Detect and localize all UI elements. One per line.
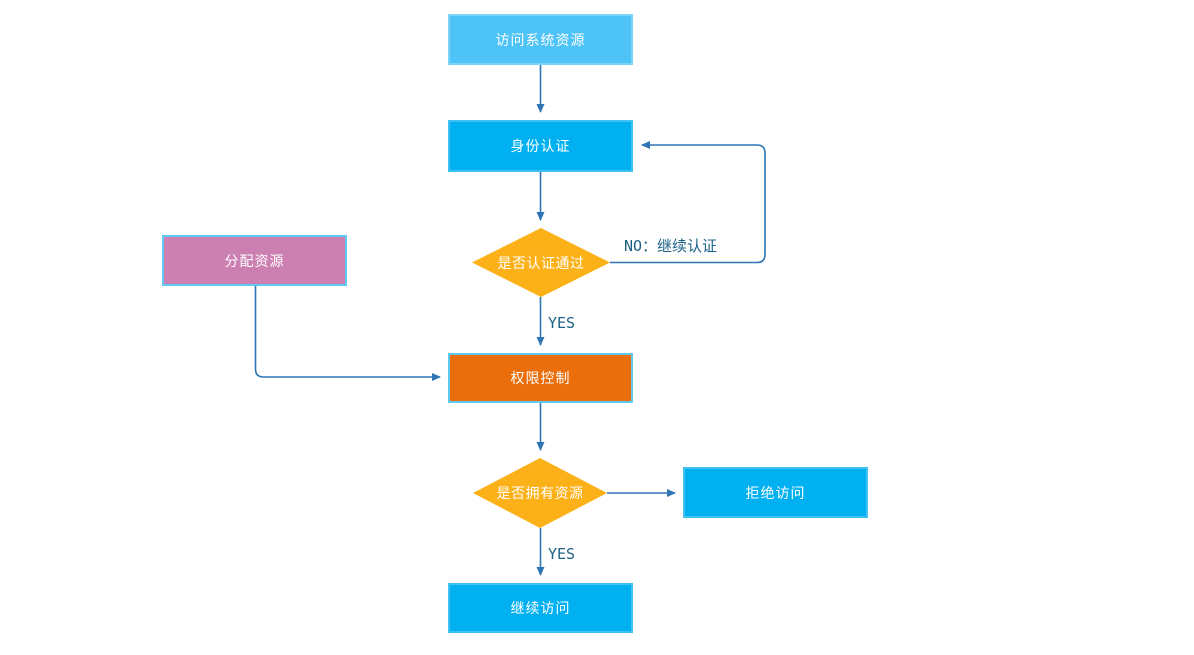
edge-label-yes-resource: YES (548, 545, 576, 563)
node-label: 继续访问 (510, 600, 571, 616)
diamond-auth-passed (472, 228, 610, 297)
node-decision-auth-passed[interactable]: 是否认证通过 (472, 228, 610, 297)
node-label: 分配资源 (224, 252, 285, 269)
edge-label-yes-auth: YES (548, 314, 576, 332)
edge-label-no-continue-auth: NO：继续认证 (624, 237, 718, 255)
node-deny-access[interactable]: 拒绝访问 (683, 467, 868, 518)
node-label: 是否拥有资源 (496, 485, 584, 501)
node-label: 身份认证 (510, 138, 571, 154)
node-label: 访问系统资源 (495, 31, 586, 48)
edge-no-loop (610, 141, 766, 264)
edge-allocate-to-permission (254, 286, 441, 381)
node-label: 拒绝访问 (745, 484, 806, 501)
node-continue-access[interactable]: 继续访问 (448, 583, 633, 633)
node-allocate-resources[interactable]: 分配资源 (162, 235, 347, 286)
node-label: 是否认证通过 (497, 254, 585, 271)
node-identity-authentication[interactable]: 身份认证 (448, 120, 633, 172)
node-label: 权限控制 (510, 370, 571, 386)
node-permission-control[interactable]: 权限控制 (448, 353, 633, 403)
node-access-system-resources[interactable]: 访问系统资源 (448, 14, 633, 65)
diamond-owns-resource (473, 458, 607, 528)
node-decision-owns-resource[interactable]: 是否拥有资源 (473, 458, 607, 528)
